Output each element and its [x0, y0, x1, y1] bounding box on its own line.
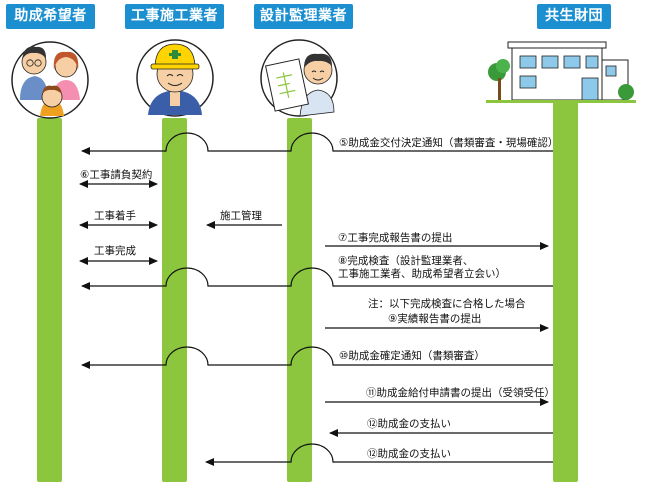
- step5-label: ⑤助成金交付決定通知（書類審査・現場確認）: [339, 137, 559, 149]
- header-foundation: 共生財団: [537, 4, 611, 29]
- header-applicant: 助成希望者: [6, 4, 95, 29]
- lifeline-foundation: [553, 92, 578, 482]
- note-label: 注：以下完成検査に合格した場合: [368, 298, 526, 310]
- step12a-label: ⑫助成金の支払い: [367, 418, 451, 430]
- done-label: 工事完成: [94, 245, 136, 257]
- lifeline-supervisor: [287, 118, 312, 482]
- mgmt-label: 施工管理: [220, 210, 262, 222]
- step8-label-line1: ⑧完成検査（設計監理業者、: [338, 255, 474, 267]
- worker-avatar-icon: [136, 39, 214, 117]
- lifeline-contractor: [162, 118, 187, 482]
- step10-label: ⑩助成金確定通知（書類審査）: [339, 350, 485, 362]
- family-avatar-icon: [11, 41, 89, 119]
- step7-label: ⑦工事完成報告書の提出: [338, 232, 453, 244]
- header-supervisor: 設計監理業者: [254, 4, 353, 29]
- step6-label: ⑥工事請負契約: [80, 169, 153, 181]
- arrow-step8: [81, 267, 553, 290]
- arrow-step10: [81, 346, 553, 369]
- step12b-label: ⑫助成金の支払い: [367, 448, 451, 460]
- header-contractor: 工事施工業者: [125, 4, 224, 29]
- building-icon: [486, 41, 636, 103]
- step9-label: ⑨実績報告書の提出: [388, 313, 482, 325]
- step11-label: ⑪助成金給付申請書の提出（受領受任）: [366, 387, 555, 399]
- arrow-step12b: [205, 443, 553, 466]
- start-label: 工事着手: [94, 210, 136, 222]
- architect-avatar-icon: [260, 39, 338, 117]
- lifeline-applicant: [37, 118, 62, 482]
- step8-label-line2: 工事施工業者、助成希望者立会い）: [338, 268, 506, 280]
- arrow-step5: [81, 132, 553, 155]
